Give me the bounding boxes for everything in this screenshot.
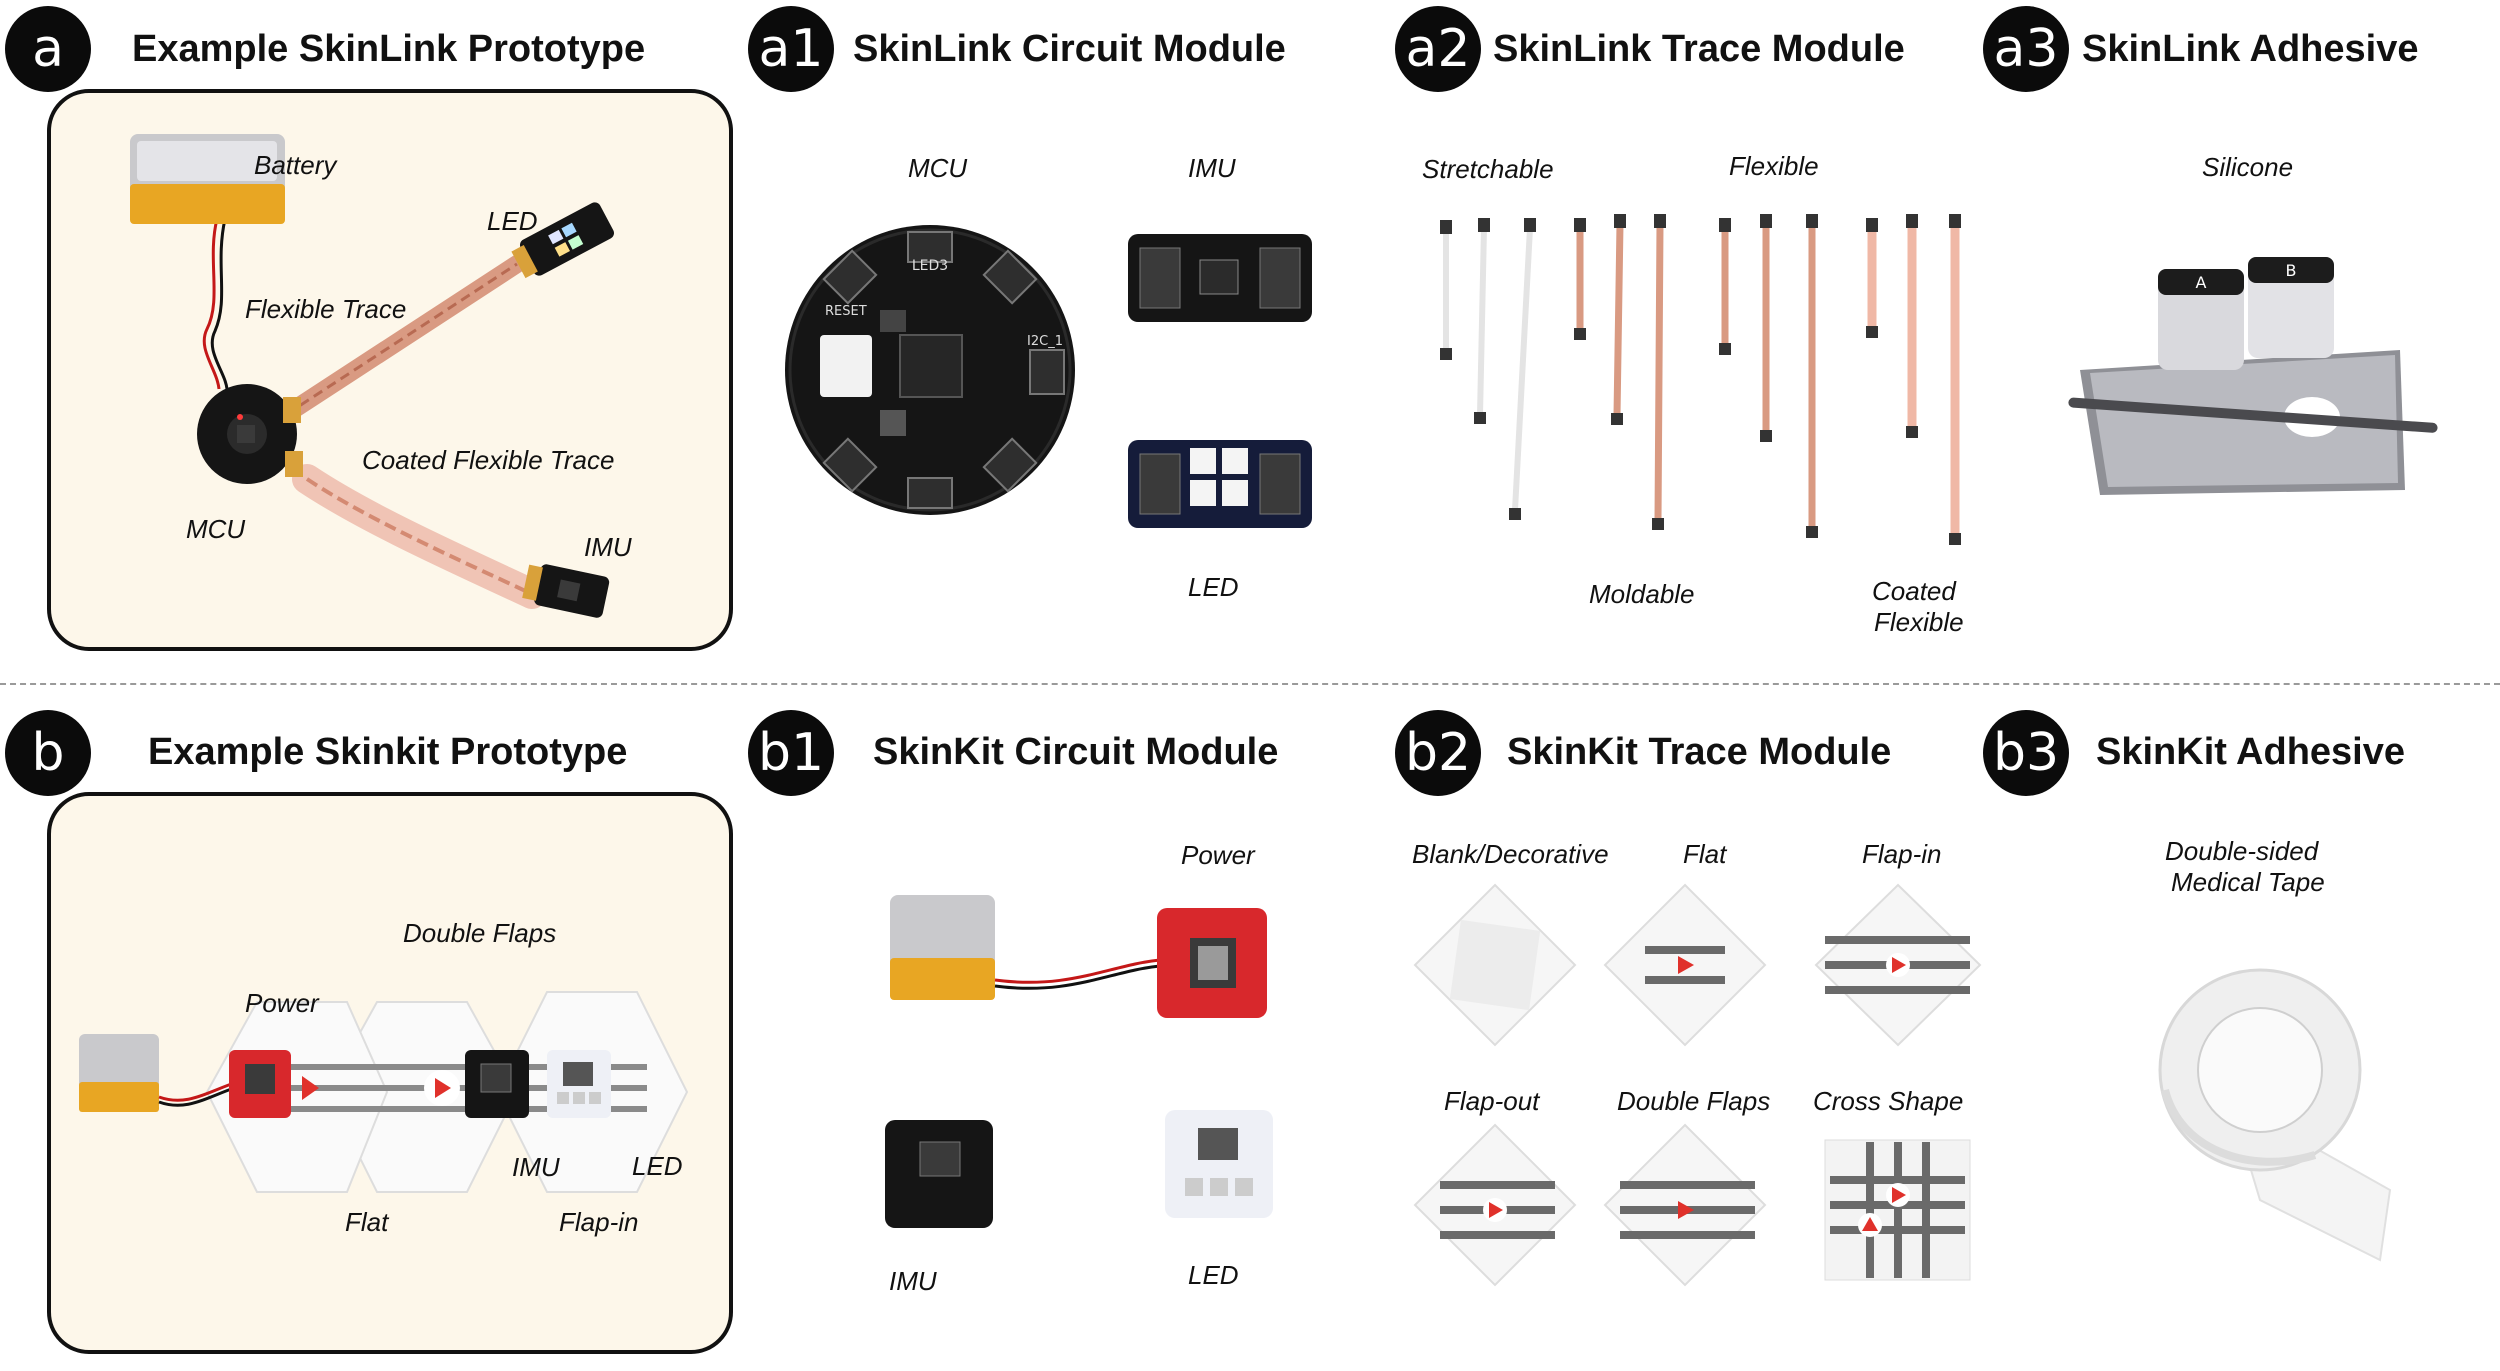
section-title-b: Example Skinkit Prototype <box>148 731 628 773</box>
label-b2-cross-shape: Cross Shape <box>1813 1086 1964 1116</box>
mcu-board-top-text: LED3 <box>912 258 948 274</box>
section-badge-b2: b2 <box>1395 710 1481 796</box>
skinlink-circuit-modules-photo: LED3 I2C_1 RESET <box>785 225 1312 528</box>
section-badge-a: a <box>5 6 91 92</box>
label-coated-flexible-trace: Coated Flexible Trace <box>362 445 615 475</box>
label-a1-imu: IMU <box>1188 153 1236 183</box>
led-module-photo <box>511 202 615 279</box>
mcu-photo <box>197 384 303 484</box>
label-b1-led: LED <box>1188 1260 1239 1290</box>
section-badge-b: b <box>5 710 91 796</box>
imu-photo <box>522 564 610 618</box>
label-mcu: MCU <box>186 514 246 544</box>
label-b-power: Power <box>245 988 319 1018</box>
label-b1-power: Power <box>1181 840 1255 870</box>
label-moldable: Moldable <box>1589 579 1695 609</box>
section-badge-a3: a3 <box>1983 6 2069 92</box>
skinkit-prototype-photo <box>79 991 689 1193</box>
label-stretchable: Stretchable <box>1422 154 1554 184</box>
battery-photo <box>130 134 285 224</box>
silicone-jar-b: B <box>2248 257 2334 358</box>
section-title-a2: SkinLink Trace Module <box>1493 28 1905 70</box>
silicone-jar-a: A <box>2158 269 2244 370</box>
label-b2-double-flaps: Double Flaps <box>1617 1086 1771 1116</box>
label-imu: IMU <box>584 532 632 562</box>
label-battery: Battery <box>254 150 337 180</box>
b-battery-photo <box>79 1034 159 1112</box>
label-b-flap-in: Flap-in <box>559 1207 639 1237</box>
skinkit-trace-modules-photo <box>1413 883 1982 1287</box>
section-badge-a1: a1 <box>748 6 834 92</box>
section-title-b3: SkinKit Adhesive <box>2096 731 2406 773</box>
section-badge-a2: a2 <box>1395 6 1481 92</box>
section-title-a3: SkinLink Adhesive <box>2082 28 2419 70</box>
mcu-board-right-text: I2C_1 <box>1027 334 1063 349</box>
label-b-flat: Flat <box>345 1207 389 1237</box>
section-badge-b1: b1 <box>748 710 834 796</box>
svg-text:A: A <box>2196 273 2207 292</box>
section-title-b2: SkinKit Trace Module <box>1507 731 1892 773</box>
label-b-led: LED <box>632 1151 683 1181</box>
section-title-b1: SkinKit Circuit Module <box>873 731 1279 773</box>
label-b-double-flaps: Double Flaps <box>403 918 557 948</box>
section-badge-b3: b3 <box>1983 710 2069 796</box>
label-flexible: Flexible <box>1729 151 1819 181</box>
label-b1-imu: IMU <box>889 1266 937 1296</box>
label-b3-tape-line2: Medical Tape <box>2171 867 2325 897</box>
label-b3-tape-line1: Double-sided <box>2165 836 2319 866</box>
skinkit-circuit-modules-photo <box>885 895 1273 1228</box>
label-flexible-trace: Flexible Trace <box>245 294 407 324</box>
label-b-imu: IMU <box>512 1152 560 1182</box>
label-a1-mcu: MCU <box>908 153 968 183</box>
label-b2-flap-in: Flap-in <box>1862 839 1942 869</box>
silicone-photo: A B <box>2068 257 2438 495</box>
label-b2-flat: Flat <box>1683 839 1727 869</box>
label-led: LED <box>487 206 538 236</box>
section-title-a1: SkinLink Circuit Module <box>853 28 1286 70</box>
label-silicone: Silicone <box>2202 152 2294 182</box>
label-b2-flap-out: Flap-out <box>1444 1086 1540 1116</box>
svg-text:B: B <box>2286 261 2297 280</box>
skinlink-prototype-photo <box>130 134 615 618</box>
medical-tape-photo <box>2158 968 2392 1262</box>
label-coated-line2: Flexible <box>1874 607 1964 637</box>
label-coated-line1: Coated <box>1872 576 1956 606</box>
label-a1-led: LED <box>1188 572 1239 602</box>
mcu-board-left-text: RESET <box>825 304 867 319</box>
skinlink-trace-modules-photo <box>1440 214 1961 545</box>
section-divider <box>0 683 2500 685</box>
label-b2-blank: Blank/Decorative <box>1412 839 1609 869</box>
section-title-a: Example SkinLink Prototype <box>132 28 646 70</box>
